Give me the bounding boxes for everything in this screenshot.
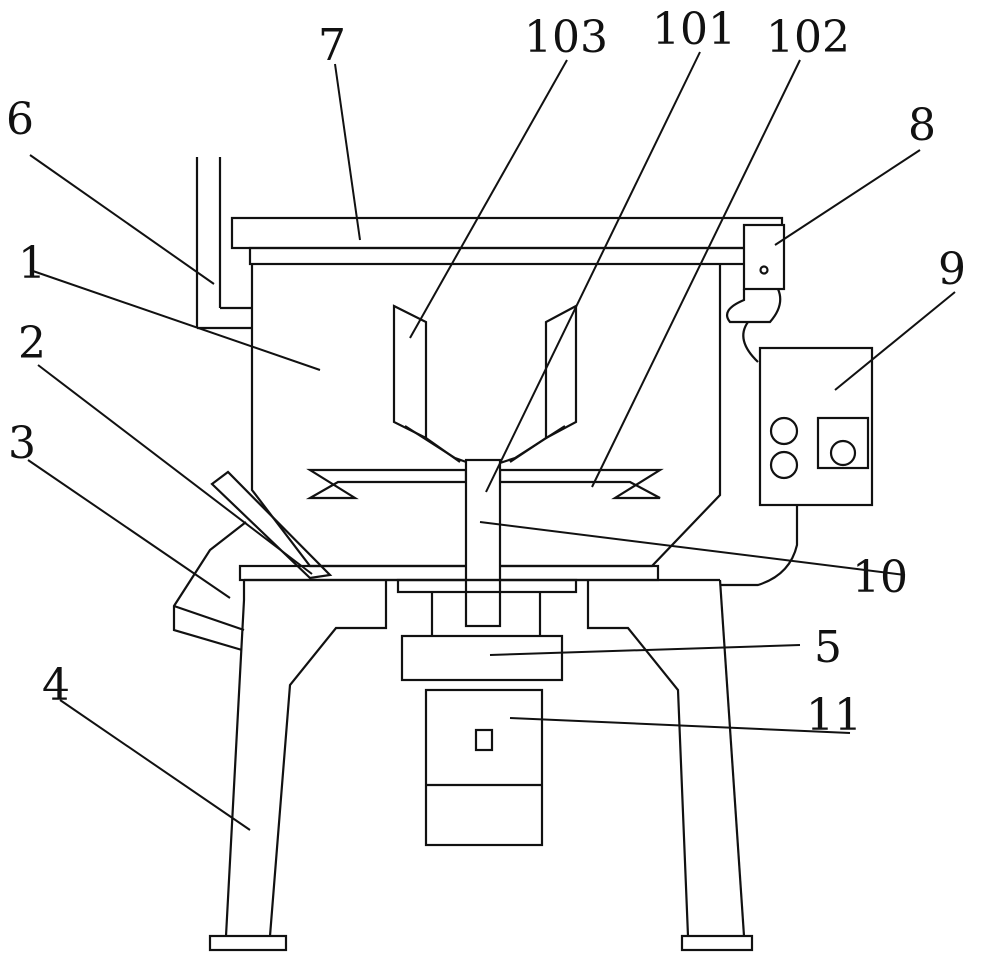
label-2: 2 bbox=[18, 318, 46, 369]
label-9: 9 bbox=[938, 244, 966, 295]
label-10: 10 bbox=[852, 552, 908, 603]
label-7: 7 bbox=[318, 20, 346, 71]
label-3: 3 bbox=[8, 418, 36, 469]
label-101: 101 bbox=[652, 4, 736, 55]
feed-pipe bbox=[195, 157, 252, 330]
coupling bbox=[400, 634, 564, 682]
label-5: 5 bbox=[814, 622, 842, 673]
label-1: 1 bbox=[18, 238, 46, 289]
hinge bbox=[726, 223, 786, 363]
frame bbox=[208, 578, 754, 952]
label-4: 4 bbox=[42, 660, 70, 711]
inclined-chute bbox=[210, 470, 333, 580]
motor-mount bbox=[396, 578, 578, 636]
label-102: 102 bbox=[766, 12, 850, 63]
control-box bbox=[720, 346, 874, 587]
motor bbox=[424, 688, 544, 847]
label-6: 6 bbox=[6, 94, 34, 145]
leader-lines bbox=[27, 51, 956, 831]
label-103: 103 bbox=[524, 12, 608, 63]
discharge-outlet bbox=[172, 521, 247, 652]
agitator bbox=[305, 304, 664, 628]
lid bbox=[230, 216, 784, 266]
part-labels: 6 7 103 101 102 8 1 9 2 3 10 5 4 11 bbox=[6, 4, 966, 741]
label-11: 11 bbox=[806, 690, 862, 741]
label-8: 8 bbox=[908, 100, 936, 151]
